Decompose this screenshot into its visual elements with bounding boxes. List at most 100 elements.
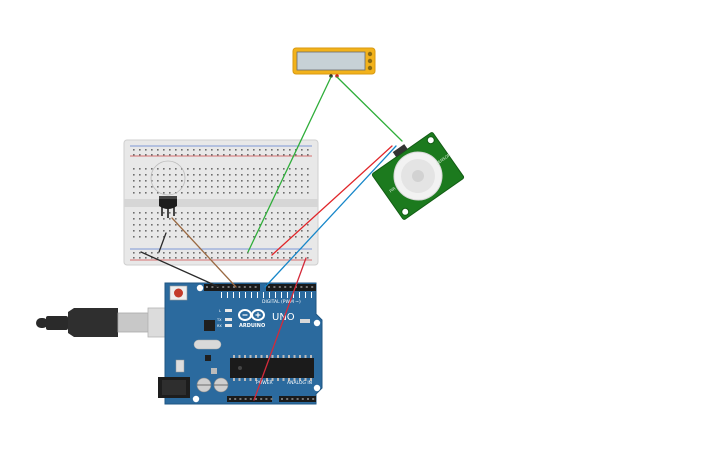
breadboard-hole [205,236,207,238]
breadboard-hole [235,230,237,232]
breadboard-hole [235,168,237,170]
breadboard-hole [181,236,183,238]
breadboard-hole [139,257,141,259]
breadboard-hole [181,224,183,226]
wire-green-meter-pir[interactable] [336,76,403,142]
breadboard-hole [229,218,231,220]
breadboard-hole [271,257,273,259]
breadboard-hole [157,180,159,182]
breadboard-hole [295,236,297,238]
breadboard-hole [235,186,237,188]
breadboard-hole [205,257,207,259]
breadboard-hole [223,168,225,170]
chip-leg [260,355,263,358]
arduino-board[interactable]: DIGITAL (PWM ~) L TX RX UNO ARDUINO [158,282,323,405]
breadboard-hole [139,252,141,254]
header-pin [249,286,252,288]
breadboard-hole [259,174,261,176]
breadboard-hole [199,168,201,170]
breadboard-hole [175,149,177,151]
pir-sensor[interactable]: PIR SENSOR [368,126,466,220]
pin-label-tick [251,292,252,298]
breadboard-hole [211,168,213,170]
wire-red-pir-breadboard[interactable] [271,145,393,256]
breadboard-hole [193,149,195,151]
header-pin [255,398,257,400]
breadboard-hole [301,257,303,259]
header-pin [296,398,299,400]
header-pin [312,398,315,400]
power-analog-pins[interactable] [229,398,315,400]
wire-blue-pir-arduino[interactable] [264,145,397,288]
breadboard[interactable] [123,139,319,266]
breadboard-hole [265,218,267,220]
breadboard-hole [205,224,207,226]
wire-brown-transistor-arduino[interactable] [171,217,237,288]
wire-black-transistor[interactable] [158,232,167,253]
breadboard-hole [271,168,273,170]
breadboard-hole [301,224,303,226]
multimeter[interactable] [292,47,376,78]
breadboard-hole [229,174,231,176]
chip-leg [304,355,307,358]
breadboard-hole [139,154,141,156]
breadboard-hole [247,218,249,220]
breadboard-hole [187,180,189,182]
breadboard-hole [259,186,261,188]
header-pin [234,398,237,400]
wire-black-gnd[interactable] [140,251,220,288]
header-pin [254,286,257,288]
pin-label-tick [227,292,228,298]
transistor[interactable] [150,160,186,218]
breadboard-hole [283,174,285,176]
breadboard-hole [223,236,225,238]
breadboard-hole [157,168,159,170]
breadboard-hole [139,180,141,182]
breadboard-hole [241,186,243,188]
breadboard-hole [169,168,171,170]
header-pin [286,398,289,400]
pin-label-tick [275,292,276,298]
breadboard-hole [133,257,135,259]
breadboard-hole [145,149,147,151]
arduino-logo [238,309,265,321]
breadboard-hole [289,168,291,170]
breadboard-hole [277,230,279,232]
wire-green-meter-breadboard[interactable] [247,76,332,253]
breadboard-hole [247,212,249,214]
breadboard-hole [193,192,195,194]
breadboard-hole [175,218,177,220]
breadboard-hole [301,154,303,156]
breadboard-hole [265,186,267,188]
breadboard-hole [247,168,249,170]
header-pin [222,286,225,288]
breadboard-hole [151,212,153,214]
breadboard-hole [157,257,159,259]
breadboard-hole [175,174,177,176]
header-pin [291,398,294,400]
header-pin [249,398,252,400]
breadboard-hole [175,257,177,259]
led-l-label: L [219,309,221,313]
breadboard-hole [265,149,267,151]
breadboard-hole [133,224,135,226]
wire-darkred-5v[interactable] [253,257,307,401]
wires[interactable] [140,76,403,401]
breadboard-hole [175,224,177,226]
breadboard-hole [295,192,297,194]
breadboard-hole [247,257,249,259]
breadboard-hole [283,224,285,226]
breadboard-hole [217,168,219,170]
header-pin [289,286,292,288]
breadboard-hole [241,252,243,254]
pin-label-tick [305,292,306,298]
breadboard-hole [211,236,213,238]
breadboard-hole [217,224,219,226]
breadboard-hole [133,154,135,156]
breadboard-hole [163,186,165,188]
breadboard-hole [247,192,249,194]
breadboard-hole [205,192,207,194]
breadboard-hole [157,230,159,232]
chip-leg [244,355,246,358]
